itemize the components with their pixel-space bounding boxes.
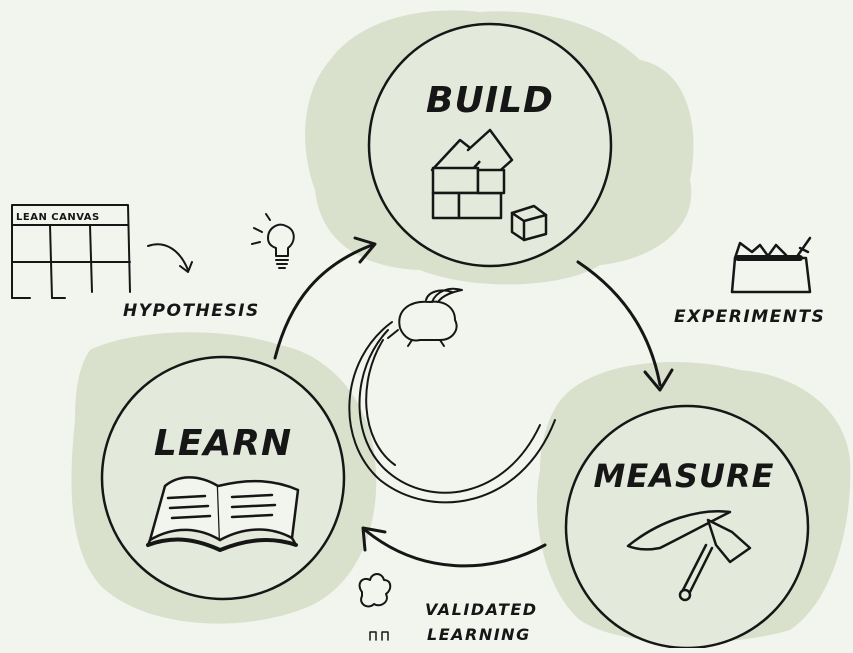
pickaxe-icon [626, 510, 752, 602]
arrow-measure-to-learn [363, 528, 547, 568]
arrowhead-build-to-measure [643, 368, 674, 392]
arrow-learn-to-build [273, 243, 374, 360]
lightbulb-icon [251, 213, 295, 269]
arrowhead-measure-to-learn [361, 526, 387, 552]
hypothesis-label: HYPOTHESIS [123, 301, 260, 321]
rabbit-icon [387, 287, 463, 347]
brain-icon-small [369, 631, 389, 641]
cycle-arrows [273, 236, 674, 568]
experiments-label: EXPERIMENTS [674, 307, 825, 327]
canvas-to-hypothesis-arrow [147, 243, 193, 273]
blocks-icon [430, 128, 548, 242]
build-title: BUILD [426, 80, 554, 121]
learn-title: LEARN [154, 423, 292, 464]
arrowhead-learn-to-build [353, 236, 377, 264]
center-swirl [348, 321, 556, 504]
validated-learning-line2: LEARNING [427, 625, 531, 644]
open-book-icon [146, 476, 300, 552]
arrow-build-to-measure [576, 260, 662, 387]
brain-icon [358, 573, 392, 608]
toolbox-icon [730, 236, 812, 294]
learn-circle [100, 355, 346, 601]
lean-canvas-grid [11, 204, 131, 299]
lean-canvas-title: LEAN CANVAS [16, 212, 100, 223]
measure-title: MEASURE [594, 457, 775, 495]
validated-learning-line1: VALIDATED [425, 600, 538, 619]
